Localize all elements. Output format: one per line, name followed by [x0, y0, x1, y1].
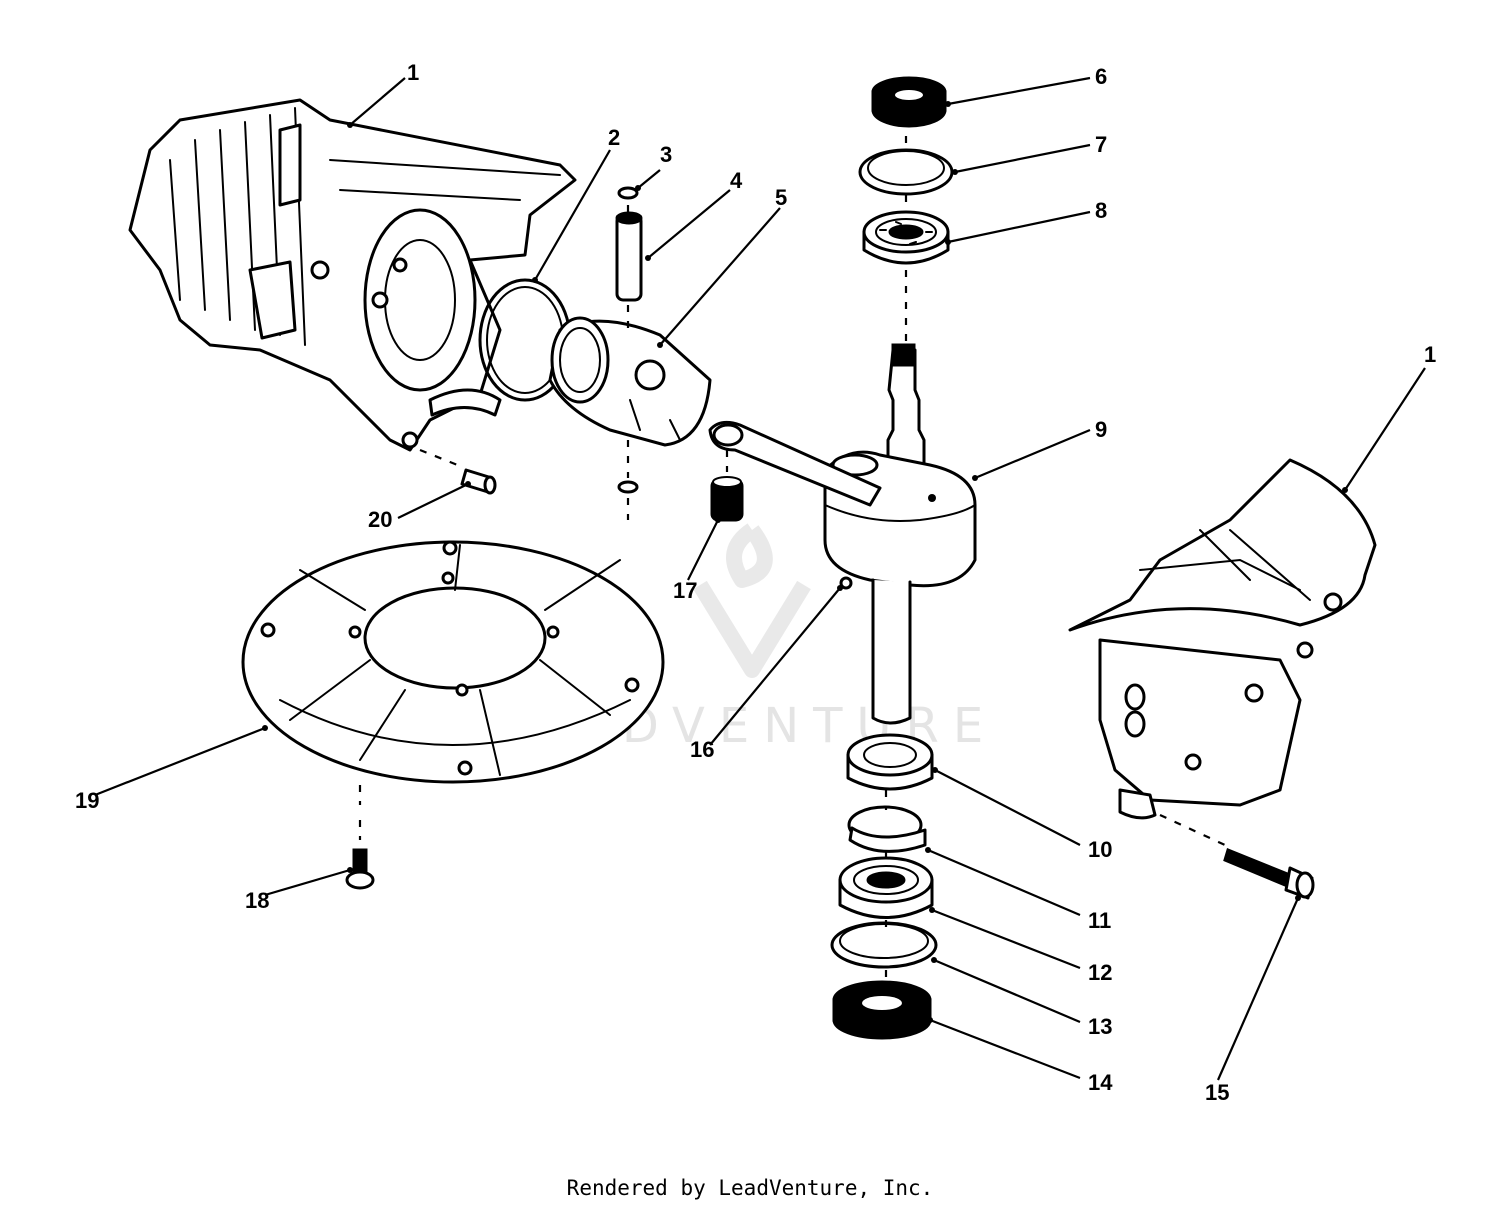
piston-pin: [615, 211, 643, 302]
baffle-plate: [241, 540, 665, 784]
callout-15: 15: [1205, 1080, 1229, 1105]
engine-block: [128, 98, 577, 452]
callout-9: 9: [1095, 417, 1107, 442]
retaining-ring-lower: [830, 921, 938, 969]
callout-4: 4: [730, 168, 743, 193]
bolt: [1223, 847, 1315, 900]
oil-seal-lower: [832, 980, 932, 1040]
screw: [345, 848, 375, 890]
callout-10: 10: [1088, 837, 1112, 862]
callouts: 1 2 3 4 5 6 7 8 9 10 11 12 13 14 15 16 1…: [75, 60, 1436, 1105]
callout-1: 1: [407, 60, 419, 85]
callout-3: 3: [660, 142, 672, 167]
dowel-axis: [419, 448, 461, 468]
callout-14: 14: [1088, 1070, 1113, 1095]
callout-7: 7: [1095, 132, 1107, 157]
callout-17: 17: [673, 578, 697, 603]
circlip-lower: [617, 480, 639, 494]
callout-20: 20: [368, 507, 392, 532]
callout-8: 8: [1095, 198, 1107, 223]
crankcase-half: [1068, 458, 1377, 820]
callout-18: 18: [245, 888, 269, 913]
watermark-logo: [693, 523, 811, 678]
callout-12: 12: [1088, 960, 1112, 985]
oil-seal-top: [871, 76, 947, 128]
bolt-axis: [1159, 814, 1226, 846]
ball-bearing-lower: [838, 856, 934, 919]
piston: [548, 316, 712, 447]
circlip: [617, 186, 639, 200]
lower-seal: [846, 733, 934, 791]
footer-credit: Rendered by LeadVenture, Inc.: [566, 1176, 934, 1200]
leader-dots: [262, 101, 1348, 1023]
callout-2: 2: [608, 125, 620, 150]
callout-13: 13: [1088, 1014, 1112, 1039]
callout-6: 6: [1095, 64, 1107, 89]
retaining-ring-top: [858, 148, 954, 196]
leader-lines: [94, 76, 1426, 1081]
callout-1-right: 1: [1424, 342, 1436, 367]
callout-5: 5: [775, 185, 787, 210]
callout-11: 11: [1088, 908, 1111, 933]
ball: [839, 576, 853, 590]
dowel-pin: [460, 468, 497, 495]
needle-bearing: [710, 476, 744, 522]
lower-retainer: [847, 805, 927, 853]
callout-19: 19: [75, 788, 99, 813]
ball-bearing-top: [862, 210, 950, 265]
crankshaft: [708, 343, 977, 725]
callout-16: 16: [690, 737, 714, 762]
